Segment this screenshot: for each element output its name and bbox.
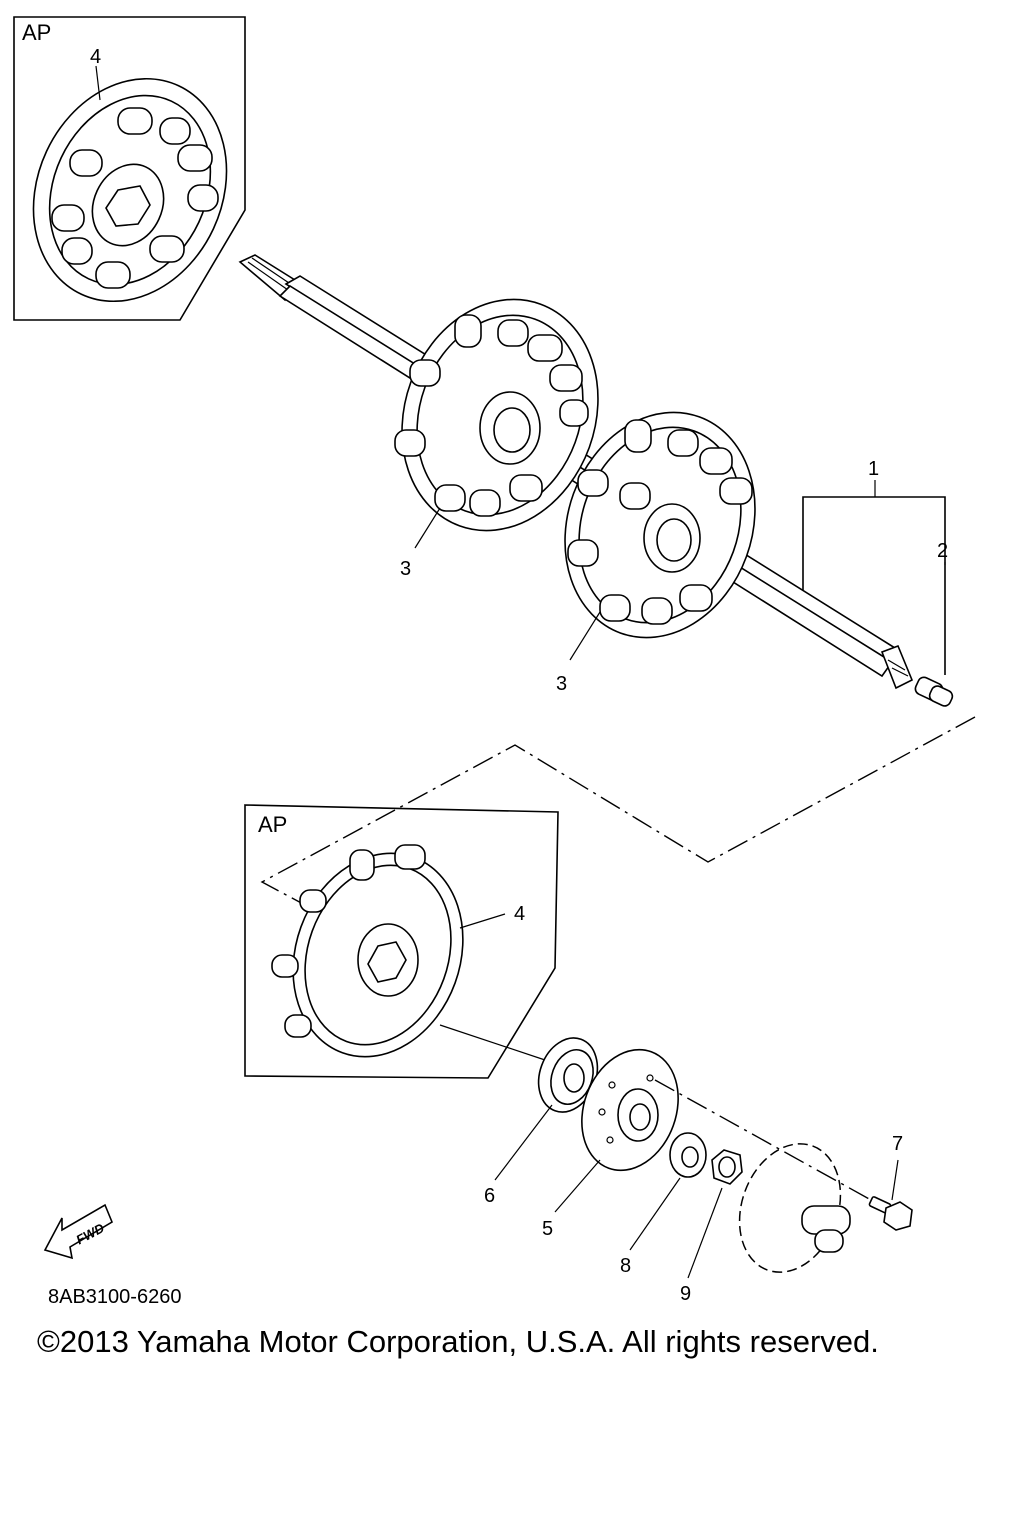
callout-5: 5 <box>542 1218 553 1240</box>
callout-6: 6 <box>484 1185 495 1207</box>
copyright-notice: ©2013 Yamaha Motor Corporation, U.S.A. A… <box>37 1324 879 1359</box>
idler-wheel <box>738 1143 851 1273</box>
sprocket-lower <box>564 411 756 639</box>
nut <box>711 1149 743 1185</box>
callout-2: 2 <box>937 540 948 562</box>
callout-7: 7 <box>892 1133 903 1155</box>
callout-9: 9 <box>680 1283 691 1305</box>
callout-4-top: 4 <box>90 46 101 68</box>
inset-top: AP 4 <box>13 16 246 321</box>
callout-8: 8 <box>620 1255 631 1277</box>
fwd-arrow-icon: FWD <box>43 1203 114 1260</box>
grease-nipple <box>914 676 954 707</box>
diagram-code: 8AB3100-6260 <box>48 1286 181 1308</box>
inset-bottom-label: AP <box>258 812 287 837</box>
callout-4-bottom: 4 <box>514 903 525 925</box>
callout-1: 1 <box>868 458 879 480</box>
bolt <box>868 1196 913 1231</box>
callout-3-upper: 3 <box>400 558 411 580</box>
washer <box>669 1132 707 1178</box>
sprocket-disc-inset-bottom <box>271 844 464 1058</box>
sprocket-wheel-inset-top <box>32 77 228 303</box>
inset-bottom: AP 4 <box>244 804 559 1079</box>
sprocket-upper <box>394 298 599 532</box>
callout-3-lower: 3 <box>556 673 567 695</box>
inset-top-label: AP <box>22 20 51 45</box>
bearing-housing-plate <box>581 1048 679 1172</box>
